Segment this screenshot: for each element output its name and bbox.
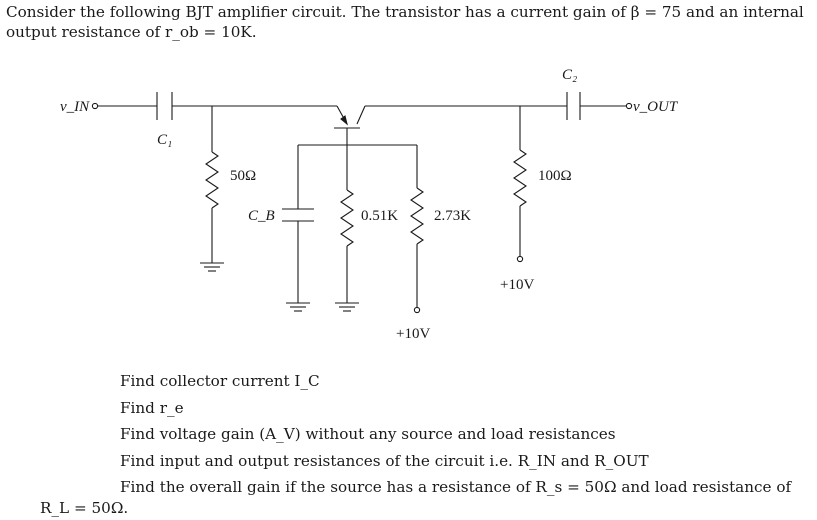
vout-label: v_OUT — [633, 99, 679, 115]
supply-center-label: +10V — [396, 326, 430, 342]
capacitor-c2 — [566, 92, 581, 120]
cb-label: C_B — [248, 208, 275, 224]
r50-label: 50Ω — [230, 168, 256, 184]
supply-terminal — [516, 255, 524, 263]
resistor-100-ohm — [513, 106, 527, 256]
vin-terminal — [91, 102, 99, 110]
task-item: Find collector current I_C — [120, 372, 320, 390]
r100-label: 100Ω — [538, 168, 572, 184]
task-item: Find r_e — [120, 398, 184, 417]
intro-line-1: Consider the following BJT amplifier cir… — [6, 3, 804, 21]
c2-label: C₂ — [562, 67, 577, 83]
ground-symbol — [335, 302, 359, 312]
ground-symbol — [286, 302, 310, 312]
ground-symbol — [200, 262, 224, 272]
c1-label: C₁ — [157, 132, 172, 148]
supply-terminal — [413, 306, 421, 314]
capacitor-cb — [282, 145, 314, 303]
task-item: Find input and output resistances of the… — [120, 451, 649, 470]
problem-intro: Consider the following BJT amplifier cir… — [6, 2, 806, 42]
task-continuation: R_L = 50Ω. — [40, 499, 129, 517]
resistor-50-ohm — [205, 106, 219, 263]
task-item: Find the overall gain if the source has … — [120, 478, 792, 496]
vin-label: v_IN — [60, 99, 90, 115]
capacitor-c1 — [156, 92, 173, 120]
task-item: Find voltage gain (A_V) without any sour… — [120, 425, 616, 443]
resistor-2-73k — [410, 145, 424, 307]
supply-right-label: +10V — [500, 277, 534, 293]
resistor-0-51k — [340, 145, 354, 303]
r273-label: 2.73K — [434, 208, 471, 224]
r051-label: 0.51K — [361, 208, 398, 224]
intro-line-2: output resistance of r_ob = 10K. — [6, 23, 257, 41]
task-list: Find collector current I_C Find r_e Find… — [120, 371, 810, 504]
bjt-transistor — [334, 105, 366, 145]
vout-terminal — [625, 102, 633, 110]
